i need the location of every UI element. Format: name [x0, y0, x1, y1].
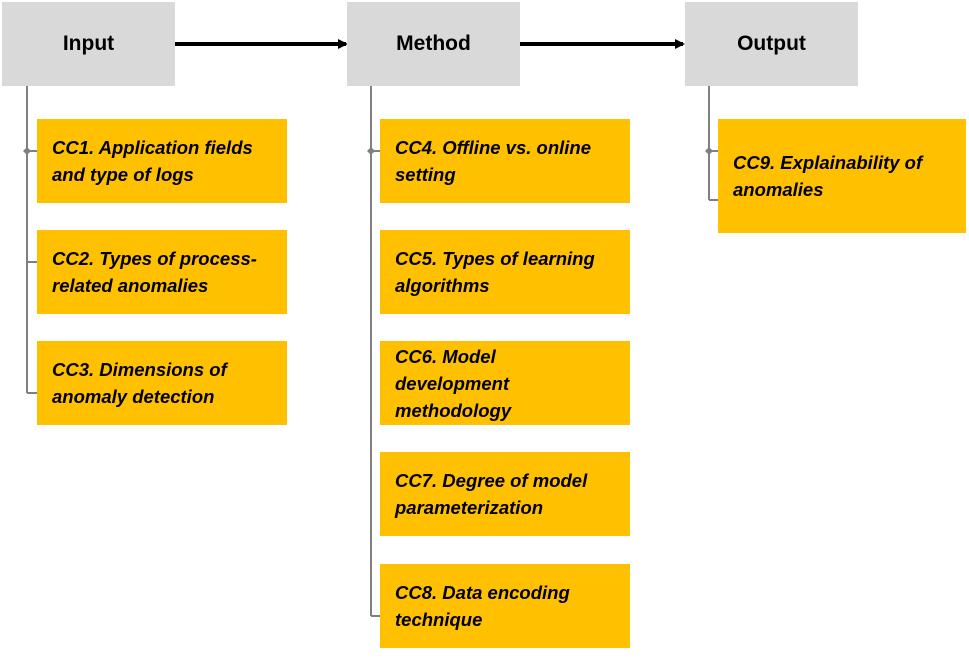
output-header-label: Output — [737, 32, 806, 55]
card-cc1: CC1. Application fields and type of logs — [37, 119, 287, 203]
card-cc9: CC9. Explainability of anomalies — [718, 119, 966, 233]
card-cc1-label: CC1. Application fields and type of logs — [52, 137, 253, 185]
card-cc3: CC3. Dimensions of anomaly detection — [37, 341, 287, 425]
output-tree-node — [705, 147, 713, 155]
method-tree-node — [367, 147, 375, 155]
card-cc3-label: CC3. Dimensions of anomaly detection — [52, 359, 227, 407]
input-header-label: Input — [62, 32, 115, 55]
input-tree-node — [23, 147, 31, 155]
card-cc4: CC4. Offline vs. online setting — [380, 119, 630, 203]
output-tree-lines — [708, 86, 718, 201]
card-cc8-label: CC8. Data encoding technique — [395, 582, 570, 630]
card-cc8: CC8. Data encoding technique — [380, 564, 630, 648]
card-cc2: CC2. Types of process-related anomalies — [37, 230, 287, 314]
card-cc7: CC7. Degree of model parameterization — [380, 452, 630, 536]
method-header-label: Method — [396, 32, 471, 55]
card-cc6-label: CC6. Model development methodology — [395, 345, 512, 421]
card-cc6: CC6. Model development methodology — [380, 341, 630, 425]
card-cc4-label: CC4. Offline vs. online setting — [395, 137, 592, 185]
method-tree-lines — [370, 86, 380, 617]
card-cc5: CC5. Types of learning algorithms — [380, 230, 630, 314]
card-cc2-label: CC2. Types of process-related anomalies — [52, 248, 257, 296]
card-cc9-label: CC9. Explainability of anomalies — [733, 152, 923, 200]
output-header: Output — [685, 2, 858, 86]
card-cc5-label: CC5. Types of learning algorithms — [395, 248, 595, 296]
method-header: Method — [347, 2, 520, 86]
input-header: Input — [2, 2, 175, 86]
input-tree-lines — [26, 86, 37, 394]
card-cc7-label: CC7. Degree of model parameterization — [395, 470, 588, 518]
